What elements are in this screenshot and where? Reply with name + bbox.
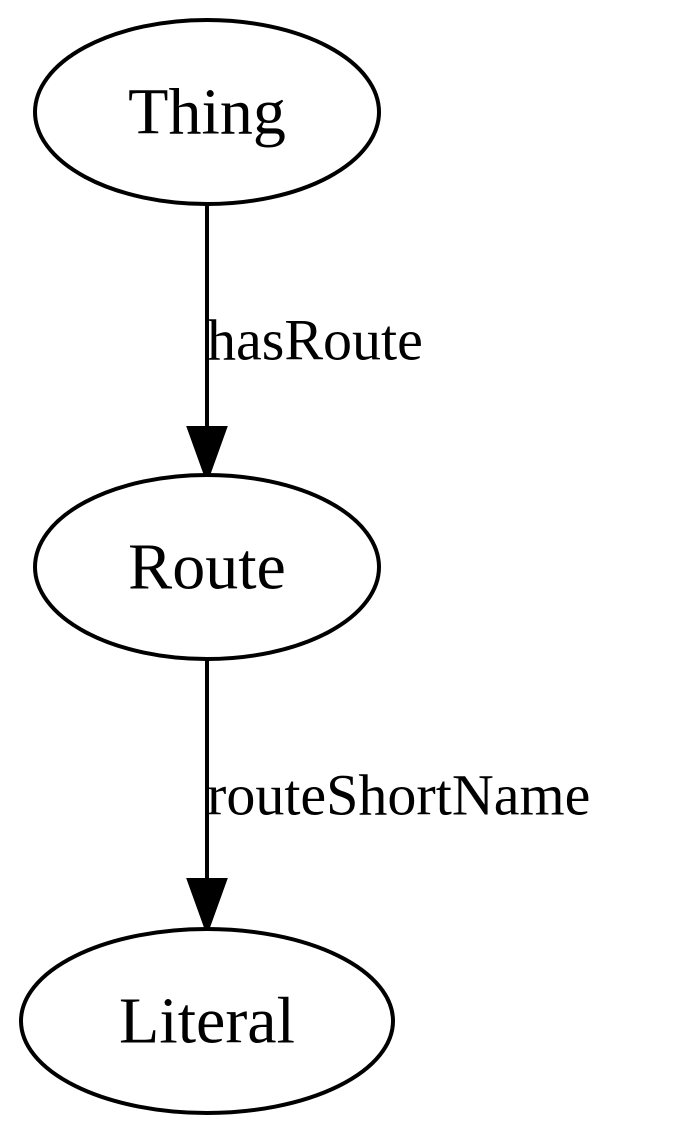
edge-thing-route: hasRoute (186, 205, 423, 484)
edge-label-has-route: hasRoute (207, 308, 423, 373)
node-literal-label: Literal (119, 985, 295, 1058)
node-route-label: Route (128, 531, 286, 604)
edge-label-route-short-name: routeShortName (207, 763, 590, 828)
arrowhead-has-route (186, 426, 228, 484)
arrowhead-route-short-name (186, 878, 228, 936)
edge-route-literal: routeShortName (186, 658, 590, 936)
node-thing-label: Thing (128, 76, 286, 149)
node-literal-ellipse (19, 927, 395, 1115)
node-literal: Literal (19, 927, 395, 1115)
node-route: Route (33, 473, 381, 661)
node-thing-ellipse (33, 18, 381, 206)
node-route-ellipse (33, 473, 381, 661)
node-thing: Thing (33, 18, 381, 206)
